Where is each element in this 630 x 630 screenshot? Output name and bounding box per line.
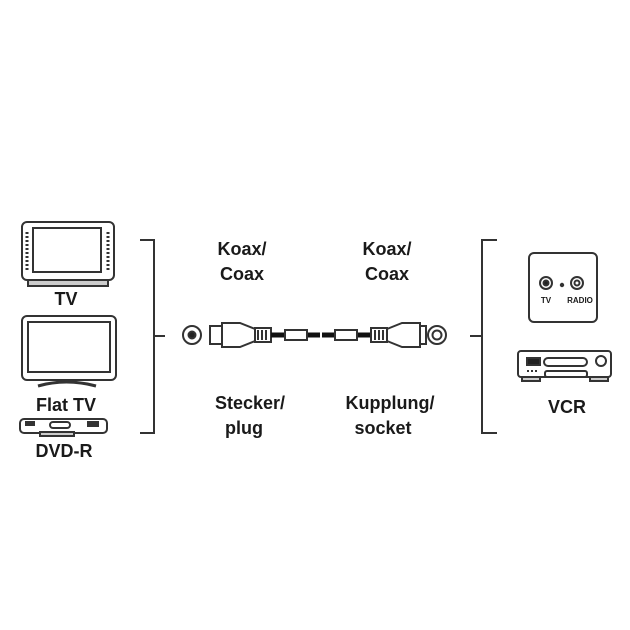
right-top-label-line2: Coax xyxy=(365,264,409,284)
dvd-recorder-icon xyxy=(19,418,108,437)
right-bracket xyxy=(470,239,497,434)
tv-icon xyxy=(21,221,115,287)
right-top-label-line1: Koax/ xyxy=(362,239,411,259)
flat-tv-label: Flat TV xyxy=(36,395,96,415)
vcr-icon xyxy=(517,350,612,382)
plug-label-line1: Stecker/ xyxy=(215,393,285,413)
plug-label-line2: plug xyxy=(225,418,263,438)
coax-cable-icon xyxy=(182,322,447,348)
left-top-label-line2: Coax xyxy=(220,264,264,284)
dvd-r-label: DVD-R xyxy=(36,441,93,461)
socket-label-line1: Kupplung/ xyxy=(346,393,435,413)
socket-radio-label: RADIO xyxy=(567,296,593,305)
wall-socket-icon xyxy=(528,252,598,323)
socket-tv-label: TV xyxy=(541,296,552,305)
left-bracket xyxy=(140,239,165,434)
socket-label-line2: socket xyxy=(354,418,411,438)
flat-tv-icon xyxy=(21,315,117,388)
tv-label: TV xyxy=(54,289,77,309)
left-top-label-line1: Koax/ xyxy=(217,239,266,259)
vcr-label: VCR xyxy=(548,397,586,417)
